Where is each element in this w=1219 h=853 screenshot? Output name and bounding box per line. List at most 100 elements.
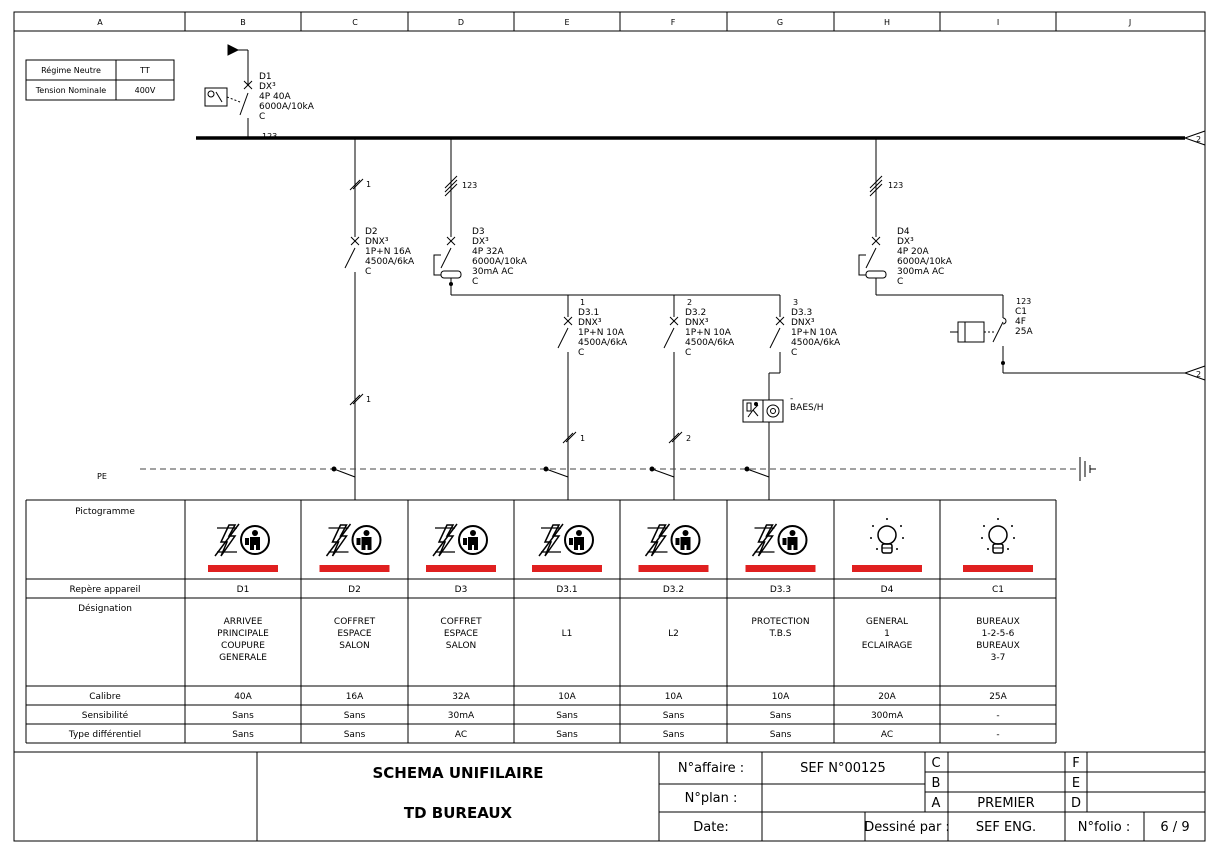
designation-cell: ARRIVEE (224, 617, 263, 627)
type-cell: Sans (770, 730, 792, 740)
dessine-label: Dessiné par : (864, 820, 950, 835)
ref-arrow-c1: 2 (1183, 365, 1206, 381)
label-line: DNX³ (685, 318, 709, 328)
revision-c: C (931, 756, 940, 771)
row-label: Pictogramme (75, 507, 135, 517)
d2-cable-bottom: 1 (366, 395, 371, 404)
column-headers (184, 12, 1057, 31)
lightning-icon (437, 524, 455, 557)
d3-1-cable: 1 (580, 434, 585, 443)
sensibilite-cell: Sans (556, 711, 578, 721)
label-line: BAES/H (790, 403, 824, 413)
calibre-cell: 10A (558, 692, 576, 702)
label-line: C (259, 112, 265, 122)
calibre-cell: 32A (452, 692, 470, 702)
network-info-box: Régime Neutre TT Tension Nominale 400V (25, 59, 175, 101)
designation-cell: ESPACE (444, 629, 479, 639)
contactor-c1 (950, 317, 1007, 343)
row-label: Sensibilité (82, 710, 129, 721)
repere-cell: D1 (237, 585, 250, 595)
column-label-e: E (564, 18, 569, 27)
label-line: DX³ (472, 237, 489, 247)
calibre-cell: 20A (878, 692, 896, 702)
affaire-label: N°affaire : (678, 761, 744, 776)
label-line: 4P 40A (259, 92, 291, 102)
designation-cell: GENERALE (219, 653, 267, 663)
calibre-cell: 16A (346, 692, 364, 702)
d3-1-phase: 1 (580, 298, 585, 307)
type-cell: Sans (344, 730, 366, 740)
folio-label: N°folio : (1078, 820, 1130, 835)
label-line: - (790, 394, 793, 404)
designation-cell: PRINCIPALE (217, 629, 269, 639)
label-line: DNX³ (578, 318, 602, 328)
picto-red-bar (745, 565, 816, 572)
repere-cell: D3 (455, 585, 468, 595)
plan-label: N°plan : (685, 791, 738, 806)
type-cell: AC (881, 730, 893, 740)
calibre-cell: 40A (234, 692, 252, 702)
column-label-g: G (777, 18, 783, 27)
designation-cell: 1-2-5-6 (982, 629, 1015, 639)
calibre-cell: 25A (989, 692, 1007, 702)
label-line: 4500A/6kA (365, 257, 415, 267)
designation-cell: GENERAL (866, 617, 908, 627)
label-line: 6000A/10kA (472, 257, 528, 267)
label-line: D3.1 (578, 308, 599, 318)
d3-2-cable: 2 (686, 434, 691, 443)
row-label: Désignation (78, 603, 132, 614)
revision-a: A (932, 796, 941, 811)
designation-cell: COUPURE (221, 641, 265, 651)
person-icon (564, 525, 594, 555)
type-cell: AC (455, 730, 467, 740)
baes-label: -BAES/H (790, 394, 824, 413)
junction-dot (449, 282, 453, 286)
label-line: 4500A/6kA (685, 338, 735, 348)
designation-cell: SALON (446, 641, 477, 651)
d2-cable-top: 1 (366, 180, 371, 189)
branch-d3-1 (557, 295, 577, 500)
lightning-icon (543, 524, 561, 557)
label-line: 4500A/6kA (791, 338, 841, 348)
label-line: 1P+N 16A (365, 247, 412, 257)
sensibilite-cell: Sans (770, 711, 792, 721)
title-block (14, 751, 1205, 841)
folio-value: 6 / 9 (1160, 820, 1189, 835)
sensibilite-cell: Sans (232, 711, 254, 721)
label-line: 1P+N 10A (578, 328, 625, 338)
label-line: 4P 32A (472, 247, 504, 257)
label-line: C (472, 277, 478, 287)
revision-d: D (1071, 796, 1081, 811)
repere-cell: D3.3 (770, 585, 791, 595)
drawing-title: SCHEMA UNIFILAIRE (372, 764, 543, 782)
repere-cell: C1 (992, 585, 1004, 595)
label-line: C (897, 277, 903, 287)
designation-cell: SALON (339, 641, 370, 651)
label-line: D3 (472, 227, 485, 237)
lightning-icon (650, 524, 667, 557)
d3-2-phase: 2 (687, 298, 692, 307)
label-line: 1P+N 10A (791, 328, 838, 338)
person-icon (351, 525, 382, 555)
label-line: 300mA AC (897, 267, 944, 277)
label-line: D1 (259, 72, 272, 82)
row-label: Type différentiel (68, 729, 141, 740)
svg-text:2: 2 (1196, 135, 1201, 144)
c1-phase: 123 (1016, 297, 1031, 306)
label-line: D3.3 (791, 308, 812, 318)
row-label: Calibre (89, 692, 121, 702)
date-label: Date: (693, 820, 728, 835)
designation-cell: T.B.S (768, 629, 791, 639)
designation-cell: L1 (562, 629, 573, 639)
d3-cable-top: 123 (462, 181, 477, 190)
picto-red-bar (426, 565, 496, 572)
tension-label: Tension Nominale (35, 86, 107, 95)
